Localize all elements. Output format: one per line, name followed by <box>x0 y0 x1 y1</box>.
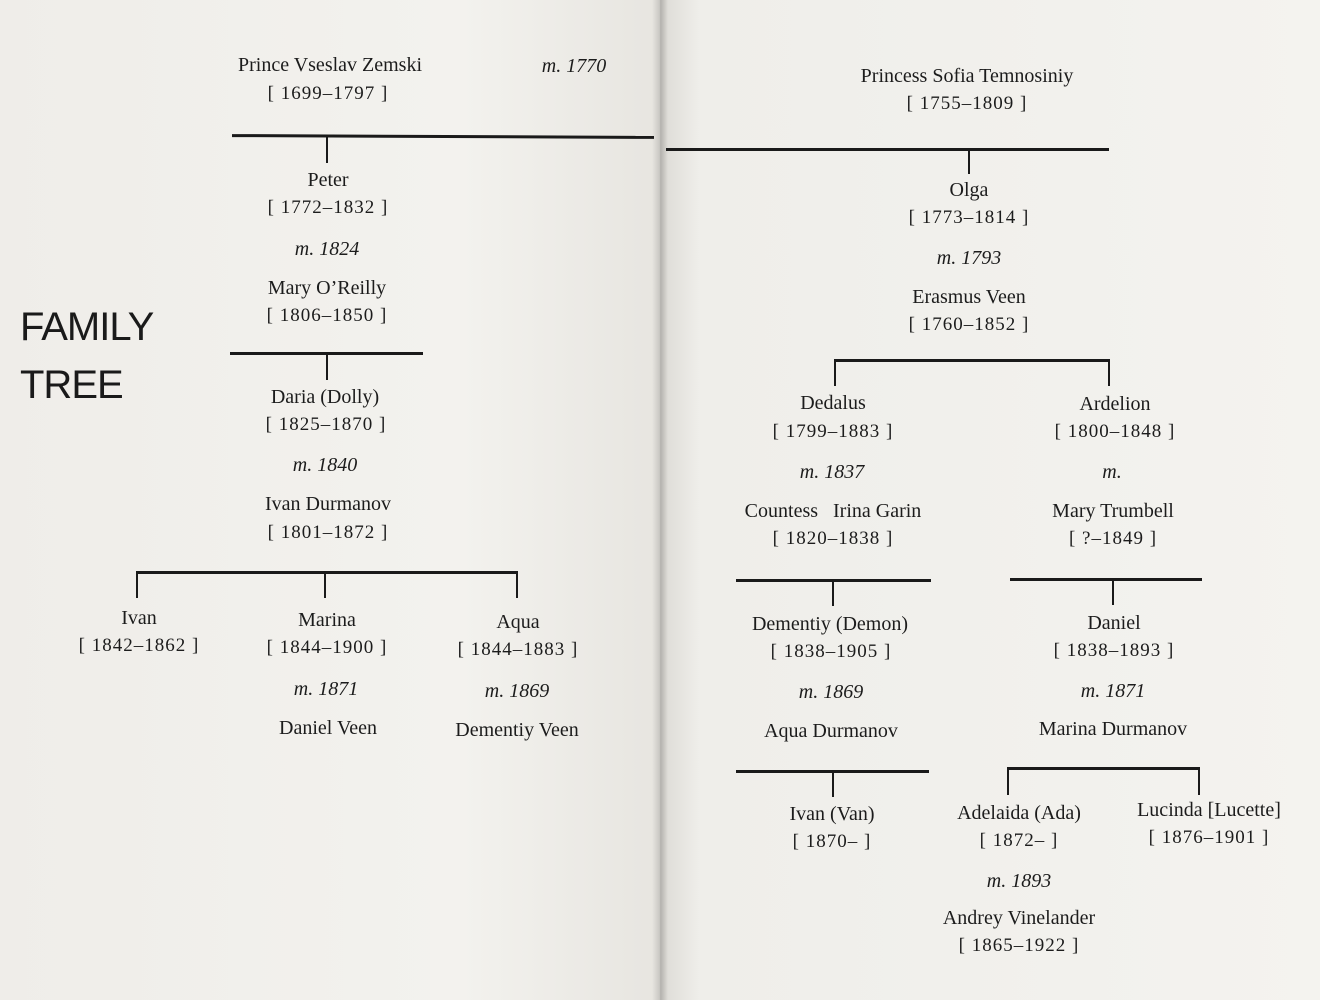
person-andrey-dates: [ 1865–1922 ] <box>958 935 1080 956</box>
person-marina-dates: [ 1844–1900 ] <box>266 637 388 658</box>
person-mary-oreilly-dates: [ 1806–1850 ] <box>266 305 388 326</box>
book-gutter <box>652 0 668 1000</box>
person-vseslav-dates: [ 1699–1797 ] <box>267 83 389 104</box>
marriage-marina-daniel: m. 1871 <box>293 678 359 700</box>
person-daria-dates: [ 1825–1870 ] <box>265 414 387 435</box>
marriage-daria-ivan: m. 1840 <box>292 454 358 476</box>
marriage-olga-erasmus: m. 1793 <box>936 247 1002 269</box>
person-aqua-dates: [ 1844–1883 ] <box>457 639 579 660</box>
marriage-line-peter-mary <box>230 352 423 355</box>
person-dedalus-name: Dedalus <box>800 392 866 414</box>
person-daniel-dates: [ 1838–1893 ] <box>1053 640 1175 661</box>
marriage-daniel-marina: m. 1871 <box>1080 680 1146 702</box>
right-page <box>660 0 1320 1000</box>
person-vseslav-name: Prince Vseslav Zemski <box>237 54 423 76</box>
person-irina-dates: [ 1820–1838 ] <box>772 528 894 549</box>
marriage-line-dedalus-irina <box>736 579 931 582</box>
person-erasmus-dates: [ 1760–1852 ] <box>908 314 1030 335</box>
person-van-name: Ivan (Van) <box>789 803 875 825</box>
descent-line-aqua <box>516 571 518 598</box>
marriage-dedalus-irina: m. 1837 <box>799 461 865 483</box>
marriage-demon-aqua: m. 1869 <box>798 681 864 703</box>
person-ivan-name: Ivan <box>121 607 157 629</box>
person-ada-dates: [ 1872– ] <box>979 830 1059 851</box>
title-line-tree: TREE <box>20 363 124 407</box>
descent-line-ada <box>1007 767 1009 795</box>
person-erasmus-name: Erasmus Veen <box>912 286 1026 308</box>
person-ivan-durmanov-name: Ivan Durmanov <box>264 493 392 515</box>
person-peter-dates: [ 1772–1832 ] <box>267 197 389 218</box>
person-mary-trumbell-name: Mary Trumbell <box>1052 500 1174 522</box>
person-peter-name: Peter <box>307 169 349 191</box>
marriage-line-vseslav-sofia-right <box>666 148 1109 151</box>
descent-line-dedalus <box>834 359 836 386</box>
person-lucette-dates: [ 1876–1901 ] <box>1148 827 1270 848</box>
person-marina-name: Marina <box>298 609 356 631</box>
descent-line-daniel <box>1112 580 1114 605</box>
person-van-dates: [ 1870– ] <box>792 831 872 852</box>
page-title: FAMILY TREE <box>20 298 154 414</box>
person-daniel-spouse: Marina Durmanov <box>1038 718 1188 740</box>
marriage-vseslav-sofia: m. 1770 <box>541 55 607 77</box>
descent-line-ivan <box>136 571 138 598</box>
person-olga-name: Olga <box>949 179 989 201</box>
person-aqua-name: Aqua <box>496 611 540 633</box>
person-lucette-name: Lucinda [Lucette] <box>1137 799 1281 821</box>
person-aqua-spouse: Dementiy Veen <box>455 719 579 741</box>
person-daniel-name: Daniel <box>1087 612 1141 634</box>
person-andrey-name: Andrey Vinelander <box>942 907 1096 929</box>
marriage-line-ardelion-mary <box>1010 578 1202 581</box>
descent-line-demon <box>832 581 834 606</box>
descent-line-olga <box>968 150 970 174</box>
person-olga-dates: [ 1773–1814 ] <box>908 207 1030 228</box>
descent-line-van <box>832 772 834 797</box>
marriage-line-daniel-marina <box>1007 767 1200 770</box>
person-ardelion-name: Ardelion <box>1079 393 1151 415</box>
person-ardelion-dates: [ 1800–1848 ] <box>1054 421 1176 442</box>
person-mary-oreilly-name: Mary O’Reilly <box>267 277 387 299</box>
marriage-ardelion-mary: m. <box>1102 461 1122 483</box>
person-ada-name: Adelaida (Ada) <box>957 802 1081 824</box>
person-ivan-dates: [ 1842–1862 ] <box>78 635 200 656</box>
descent-line-daria <box>326 354 328 380</box>
person-dedalus-dates: [ 1799–1883 ] <box>772 421 894 442</box>
marriage-peter-mary: m. 1824 <box>294 238 360 260</box>
title-line-family: FAMILY <box>20 305 154 349</box>
person-irina-name: Countess Irina Garin <box>744 500 922 522</box>
descent-line-lucette <box>1198 767 1200 795</box>
person-demon-name: Dementiy (Demon) <box>751 613 909 635</box>
descent-line-peter <box>326 137 328 163</box>
person-demon-spouse: Aqua Durmanov <box>764 720 898 742</box>
marriage-line-demon-aqua <box>736 770 929 773</box>
person-daria-name: Daria (Dolly) <box>270 386 380 408</box>
person-marina-spouse: Daniel Veen <box>279 717 377 739</box>
person-mary-trumbell-dates: [ ?–1849 ] <box>1068 528 1158 549</box>
descent-line-marina <box>324 571 326 598</box>
descent-line-ardelion <box>1108 359 1110 386</box>
person-sofia-name: Princess Sofia Temnosiniy <box>860 65 1074 87</box>
marriage-ada-andrey: m. 1893 <box>986 870 1052 892</box>
left-page <box>0 0 660 1000</box>
marriage-aqua-dementiy: m. 1869 <box>484 680 550 702</box>
person-sofia-dates: [ 1755–1809 ] <box>906 93 1028 114</box>
marriage-line-olga-erasmus <box>834 359 1110 362</box>
marriage-line-daria-ivan <box>136 571 518 574</box>
person-demon-dates: [ 1838–1905 ] <box>770 641 892 662</box>
person-ivan-durmanov-dates: [ 1801–1872 ] <box>267 522 389 543</box>
